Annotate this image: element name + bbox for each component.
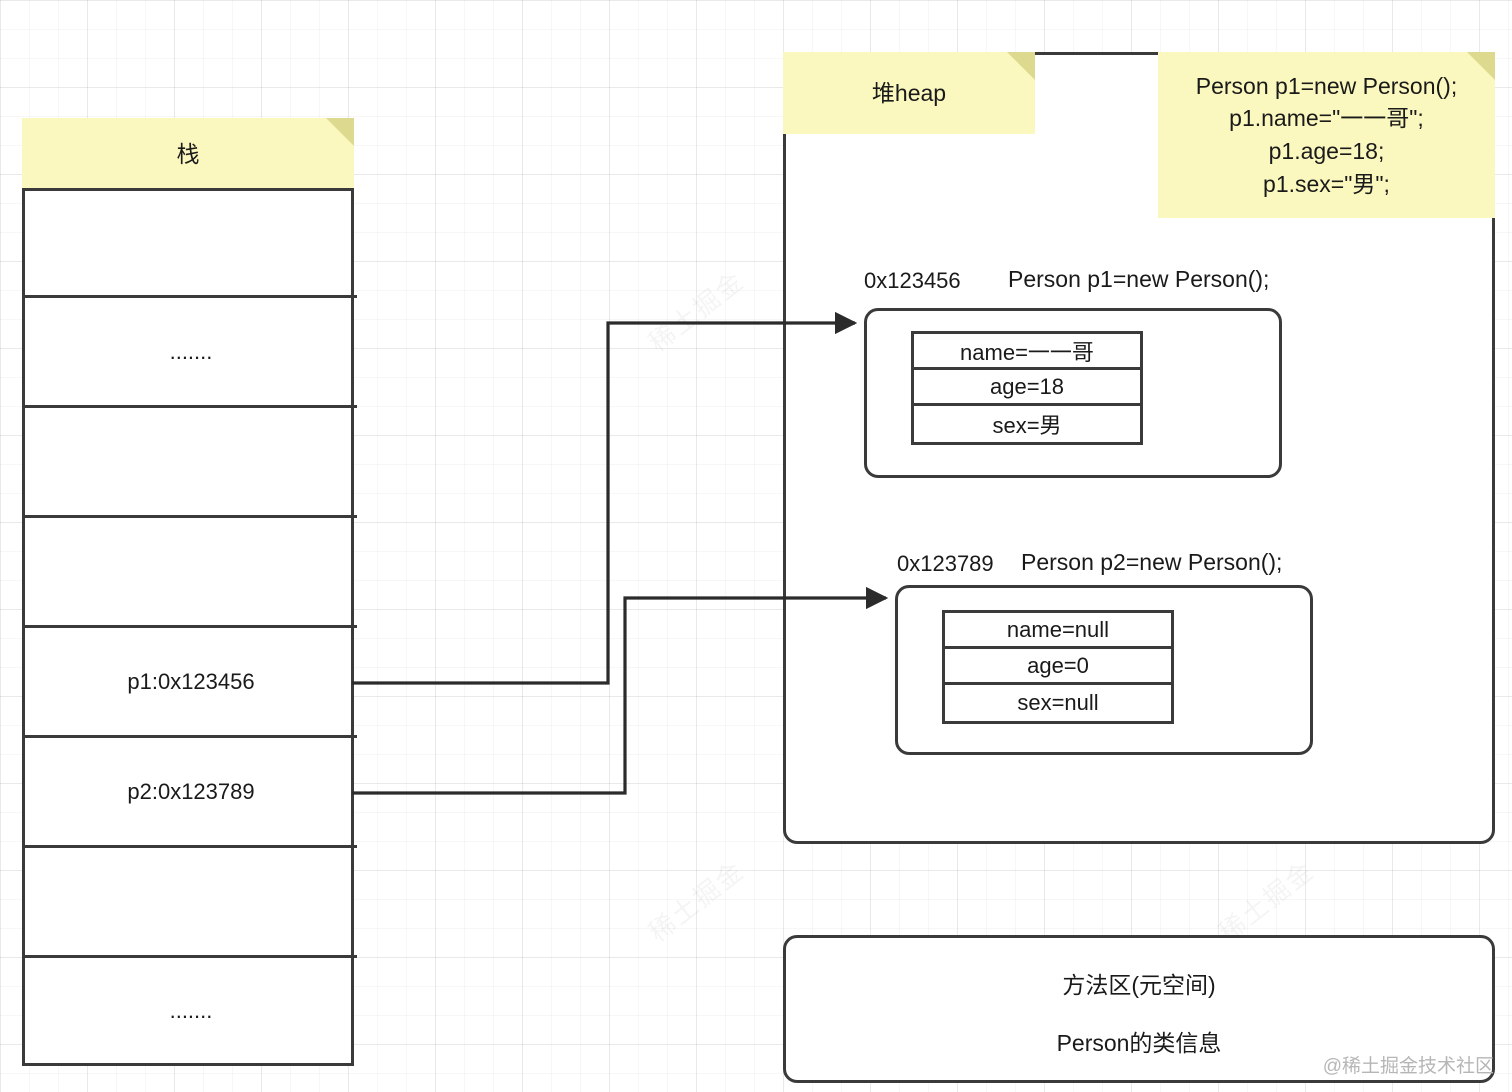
object-2-address: 0x123789 [897,551,994,576]
stack-cell: ....... [169,997,213,1023]
stack-cell [25,848,357,958]
corner-watermark: @稀土掘金技术社区 [1322,1056,1494,1077]
method-area-title: 方法区(元空间) [1062,972,1216,998]
object-2-field-table: name=null age=0 sex=null [942,610,1174,724]
object-2-code: Person p2=new Person(); [1021,549,1283,575]
stack-cell [25,191,357,298]
method-area-box: 方法区(元空间) Person的类信息 [783,935,1495,1083]
object-1-field-row: name=一一哥 [914,334,1140,370]
connector-p2-to-object2 [352,586,889,795]
stack-note-label: 栈 [176,140,200,167]
object-1-field-row: sex=男 [992,413,1062,438]
note-fold-icon [326,118,354,146]
object-2-field-row: name=null [945,613,1171,649]
object-1-box: name=一一哥 age=18 sex=男 [864,308,1282,478]
stack-cell: ....... [25,298,357,408]
note-fold-icon [1007,52,1035,80]
stack-cell [25,518,357,628]
object-1-address: 0x123456 [864,268,961,293]
heap-note: 堆heap [783,52,1035,134]
object-1-field-table: name=一一哥 age=18 sex=男 [911,331,1143,445]
object-2-box: name=null age=0 sex=null [895,585,1313,755]
method-area-content: Person的类信息 [1056,1030,1222,1056]
object-1-field-row: age=18 [914,370,1140,406]
object-1-code: Person p1=new Person(); [1008,266,1270,292]
stack-cell [25,408,357,518]
connector-p1-to-object1 [352,311,858,685]
heap-note-label: 堆heap [871,79,947,106]
stack-region-box: ....... p1:0x123456 p2:0x123789 ....... [22,188,357,1066]
stack-cell-p1: p1:0x123456 [25,628,357,738]
object-2-field-row: age=0 [945,649,1171,685]
note-fold-icon [1467,52,1495,80]
stack-note: 栈 [22,118,354,190]
object-2-field-row: sex=null [1017,690,1099,715]
code-note: Person p1=new Person(); p1.name="一一哥"; p… [1158,52,1495,218]
code-note-text: Person p1=new Person(); p1.name="一一哥"; p… [1195,72,1458,197]
stack-cell-p2: p2:0x123789 [25,738,357,848]
